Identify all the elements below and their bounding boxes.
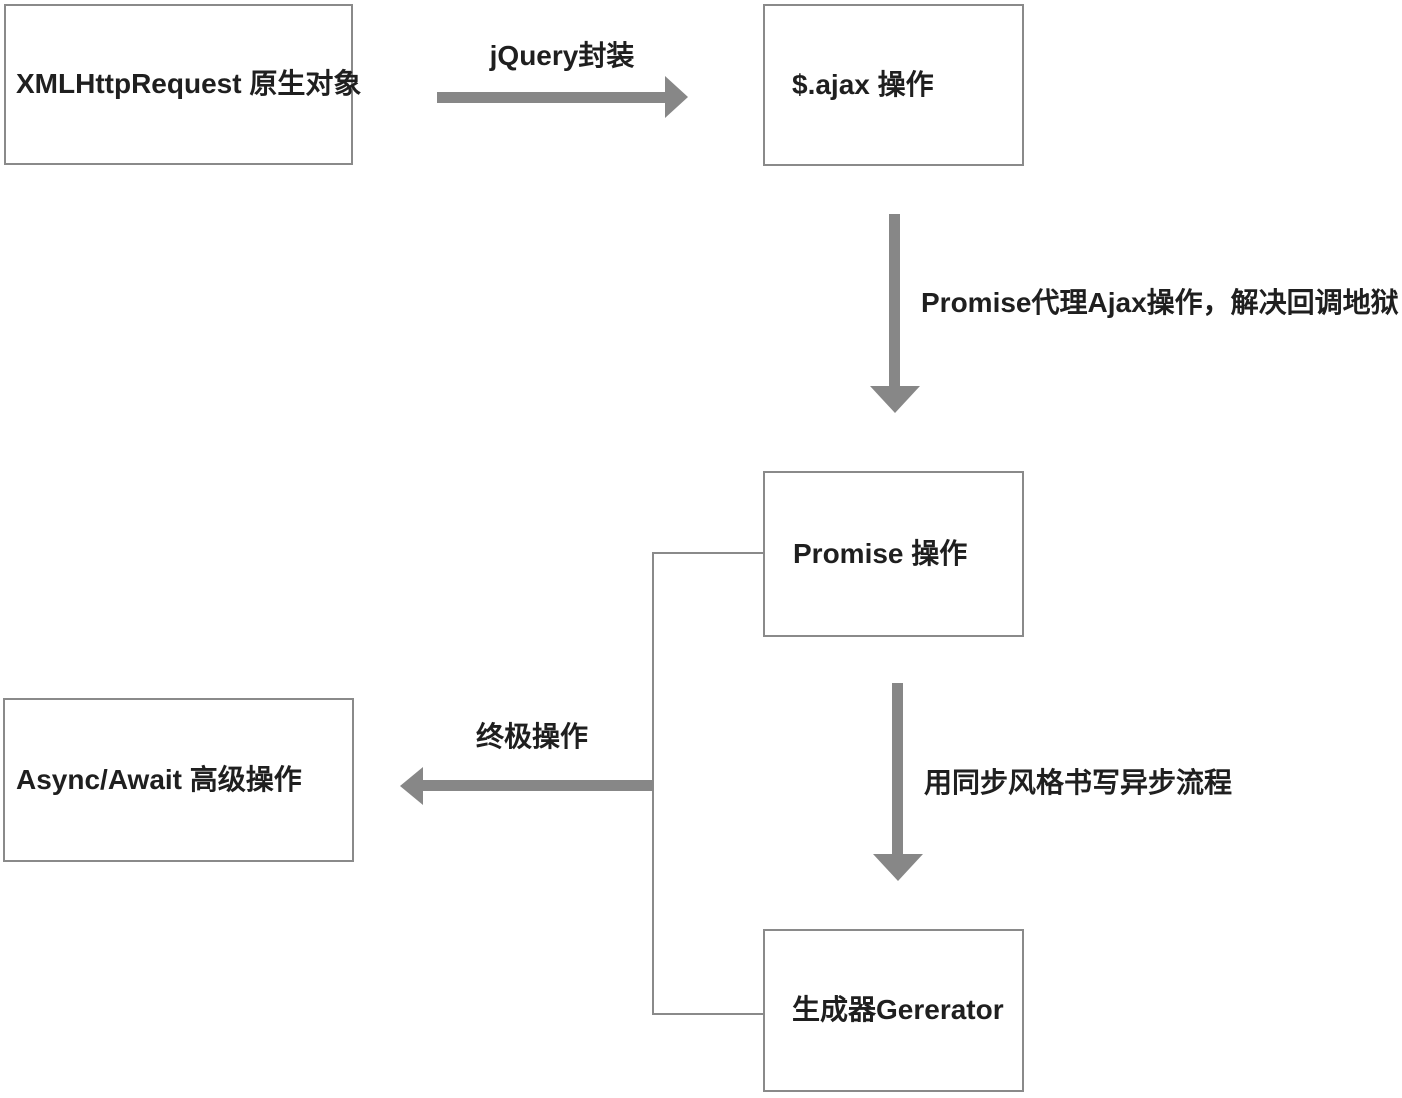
node-async-await-label: Async/Await 高级操作 [16,763,302,795]
node-xmlhttprequest-label: XMLHttpRequest 原生对象 [16,68,362,100]
arrow-right-head-icon [665,76,688,118]
arrow-left-head-icon [400,767,423,805]
node-promise-label: Promise 操作 [793,537,968,569]
node-xmlhttprequest: XMLHttpRequest 原生对象 [4,4,361,165]
arrow-right-shaft [437,92,666,103]
edge-label-sync-style: 用同步风格书写异步流程 [924,767,1233,798]
connector-top-line [652,552,763,554]
node-generator-label: 生成器Gererator [792,994,1004,1026]
node-generator: 生成器Gererator [763,929,1024,1092]
arrow-down-1-shaft [889,214,900,386]
edge-label-promise-proxy: Promise代理Ajax操作，解决回调地狱 [921,287,1399,318]
node-promise: Promise 操作 [763,471,1024,637]
arrow-down-1-head-icon [870,386,920,413]
connector-bottom-line [652,1013,763,1015]
arrow-left-shaft [422,780,653,791]
connector-vertical-line [652,552,654,1015]
node-async-await: Async/Await 高级操作 [3,698,354,862]
node-ajax: $.ajax 操作 [763,4,1024,166]
edge-label-ultimate: 终极操作 [475,721,588,752]
edge-label-jquery: jQuery封装 [489,40,635,71]
arrow-down-2-head-icon [873,854,923,881]
node-ajax-label: $.ajax 操作 [792,68,934,100]
arrow-down-2-shaft [892,683,903,854]
